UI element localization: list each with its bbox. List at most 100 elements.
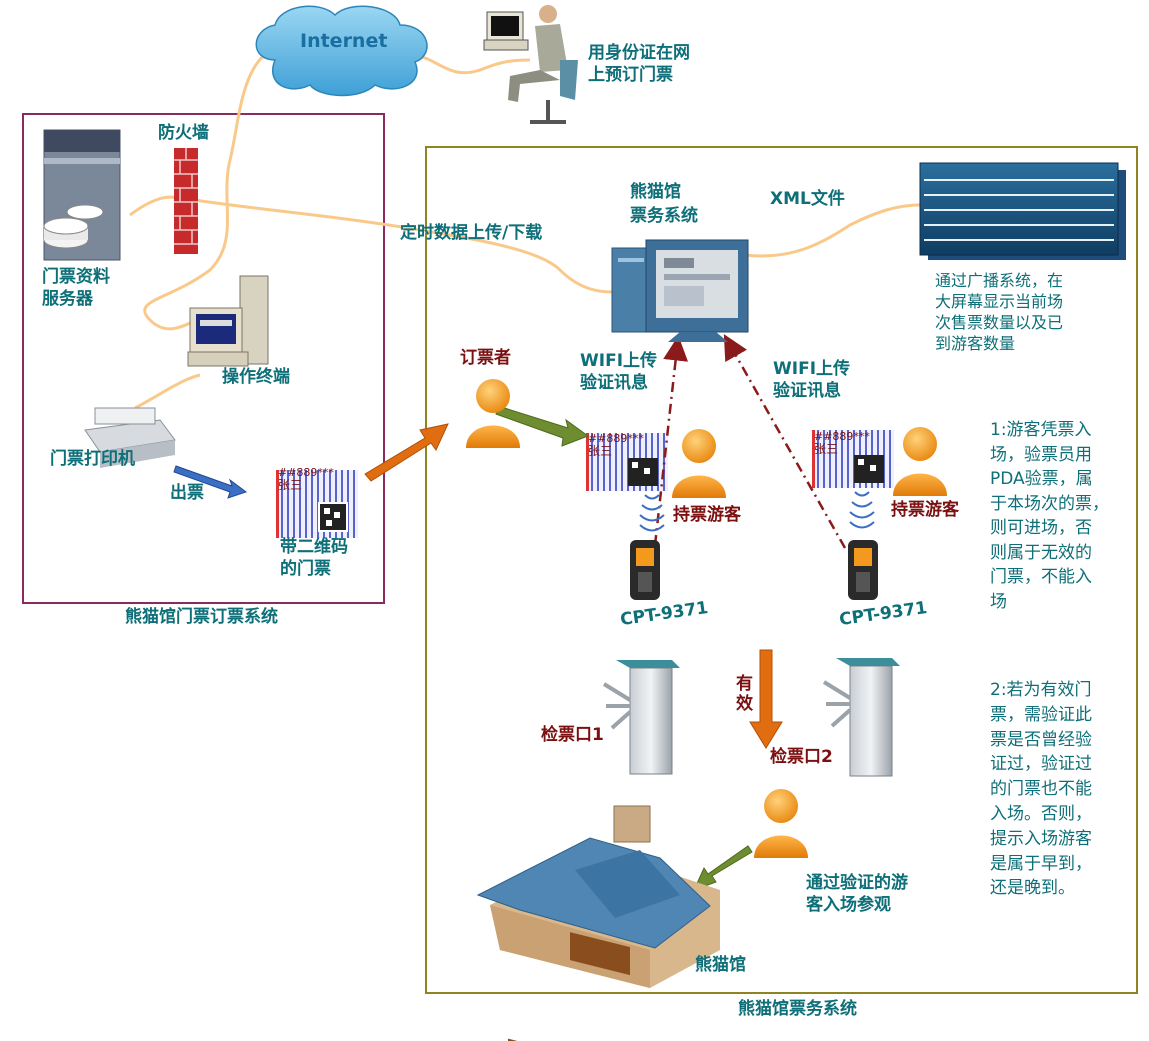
ticket-server-line2: 服务器 xyxy=(42,289,93,309)
note-2-line4: 证过，验证过 xyxy=(990,754,1092,775)
note-2-line5: 的门票也不能 xyxy=(990,779,1092,800)
note-2-line6: 入场。否则， xyxy=(990,803,1092,824)
enter-arrow xyxy=(693,845,753,891)
valid-arrow xyxy=(749,649,783,749)
wifi-right-line1: WIFI上传 xyxy=(773,359,851,379)
note-1-line7: 门票，不能入 xyxy=(990,567,1092,587)
issue-ticket-arrow xyxy=(173,465,248,499)
note-1-line5: 则可进场，否 xyxy=(990,518,1092,538)
panda-house-icon xyxy=(476,805,720,1041)
note-2-line2: 票，需验证此 xyxy=(990,704,1092,725)
panda-ticket-system-line1: 熊猫馆 xyxy=(630,182,681,202)
note-1-line4: 于本场次的票， xyxy=(990,493,1109,514)
admitted-person-icon xyxy=(754,789,808,858)
ticketing-system-title: 熊猫馆票务系统 xyxy=(738,999,857,1019)
broadcast-note-line1: 通过广播系统，在 xyxy=(935,271,1064,290)
internet-label: Internet xyxy=(300,30,388,52)
online-booking-line1: 用身份证在网 xyxy=(588,43,690,63)
ticket-code: ##889*** xyxy=(588,432,644,445)
online-booking-label: 用身份证在网 上预订门票 xyxy=(588,42,690,86)
ticket-code: ##889*** xyxy=(278,466,334,479)
qr-ticket-left-icon xyxy=(586,433,668,491)
pda-right-icon xyxy=(848,540,878,600)
wifi-right-label: WIFI上传 验证讯息 xyxy=(773,358,850,402)
ticket-printer-icon xyxy=(84,407,176,468)
panda-ticket-system-line2: 票务系统 xyxy=(630,206,698,226)
qr-ticket-line1: 带二维码 xyxy=(280,537,348,557)
wifi-left-line1: WIFI上传 xyxy=(580,351,658,371)
note-2-line3: 票是否曾经验 xyxy=(990,729,1092,750)
internet-cloud-icon xyxy=(255,5,428,97)
gate1-label: 检票口1 xyxy=(541,725,604,745)
qr-ticket-line2: 的门票 xyxy=(280,559,331,579)
wifi-left-line2: 验证讯息 xyxy=(580,373,648,393)
ticket-server-label: 门票资料 服务器 xyxy=(42,266,110,310)
left-ticket-text: ##889*** 张三 xyxy=(588,432,644,458)
booker-person-icon xyxy=(466,379,520,448)
wifi-signal-left-icon xyxy=(639,494,665,532)
admitted-label: 通过验证的游 客入场参观 xyxy=(806,872,908,916)
to-ticket-arrow xyxy=(495,405,590,447)
valid-line2: 效 xyxy=(736,694,753,714)
note-1-line2: 场，验票员用 xyxy=(990,444,1092,465)
holder-left-label: 持票游客 xyxy=(673,505,741,525)
valid-line1: 有 xyxy=(736,674,753,694)
qr-ticket-booking-icon xyxy=(276,470,358,538)
booking-system-title: 熊猫馆门票订票系统 xyxy=(125,607,278,627)
broadcast-note-line3: 次售票数量以及已 xyxy=(935,313,1064,332)
holder-left-person-icon xyxy=(672,429,726,498)
holder-right-label: 持票游客 xyxy=(891,500,959,520)
note-1-line6: 则属于无效的 xyxy=(990,542,1092,563)
ticket-code: ##889*** xyxy=(814,430,870,443)
note-2-line9: 还是晚到。 xyxy=(990,878,1075,899)
firewall-icon xyxy=(174,148,198,254)
ticket-server-icon xyxy=(43,129,121,261)
note-1-line8: 场 xyxy=(990,591,1007,612)
booking-ticket-text: ##889*** 张三 xyxy=(278,466,334,492)
ticket-name: 张三 xyxy=(814,442,839,456)
note-1-line3: PDA验票，属 xyxy=(990,469,1093,489)
note-2-line7: 提示入场游客 xyxy=(990,828,1092,849)
ticketing-system-frame xyxy=(425,146,1138,994)
xml-file-label: XML文件 xyxy=(770,189,845,209)
booker-label: 订票者 xyxy=(460,348,511,368)
turnstile-gate2-icon xyxy=(822,658,900,777)
booking-system-frame xyxy=(22,113,385,604)
qr-ticket-label: 带二维码 的门票 xyxy=(280,536,348,580)
ticket-name: 张三 xyxy=(278,478,303,492)
note-1: 1:游客凭票入 场，验票员用 PDA验票，属 于本场次的票， 则可进场，否 则属… xyxy=(990,418,1109,614)
online-booking-line2: 上预订门票 xyxy=(588,65,673,85)
wifi-left-label: WIFI上传 验证讯息 xyxy=(580,350,657,394)
ticket-name: 张三 xyxy=(588,444,613,458)
ticket-system-computer-icon xyxy=(611,239,749,342)
pda-left-icon xyxy=(630,540,660,600)
sync-label: 定时数据上传/下载 xyxy=(400,223,543,243)
firewall-label: 防火墙 xyxy=(158,123,209,143)
wifi-right-line2: 验证讯息 xyxy=(773,381,841,401)
issue-ticket-label: 出票 xyxy=(170,483,204,503)
operator-terminal-label: 操作终端 xyxy=(222,367,290,387)
ticket-server-line1: 门票资料 xyxy=(42,267,110,287)
online-booker-icon xyxy=(483,5,578,124)
turnstile-gate1-icon xyxy=(602,660,680,775)
broadcast-note-line4: 到游客数量 xyxy=(935,334,1016,353)
broadcast-note: 通过广播系统，在 大屏幕显示当前场 次售票数量以及已 到游客数量 xyxy=(935,270,1063,354)
holder-right-person-icon xyxy=(893,427,947,496)
network-cables xyxy=(129,43,921,410)
panda-ticket-system-label: 熊猫馆 票务系统 xyxy=(630,180,698,228)
admitted-line1: 通过验证的游 xyxy=(806,873,908,893)
admitted-line2: 客入场参观 xyxy=(806,895,891,915)
wifi-signal-right-icon xyxy=(849,491,875,529)
note-1-line1: 1:游客凭票入 xyxy=(990,420,1092,440)
right-ticket-text: ##889*** 张三 xyxy=(814,430,870,456)
operator-terminal-icon xyxy=(187,275,269,367)
to-booker-arrow xyxy=(364,423,449,482)
note-2-line1: 2:若为有效门 xyxy=(990,680,1092,700)
broadcast-note-line2: 大屏幕显示当前场 xyxy=(935,292,1064,311)
big-screen-icon xyxy=(919,162,1126,260)
note-2-line8: 是属于早到， xyxy=(990,853,1092,874)
note-2: 2:若为有效门 票，需验证此 票是否曾经验 证过，验证过 的门票也不能 入场。否… xyxy=(990,678,1092,901)
valid-label: 有 效 xyxy=(736,674,753,714)
gate2-label: 检票口2 xyxy=(770,747,833,767)
